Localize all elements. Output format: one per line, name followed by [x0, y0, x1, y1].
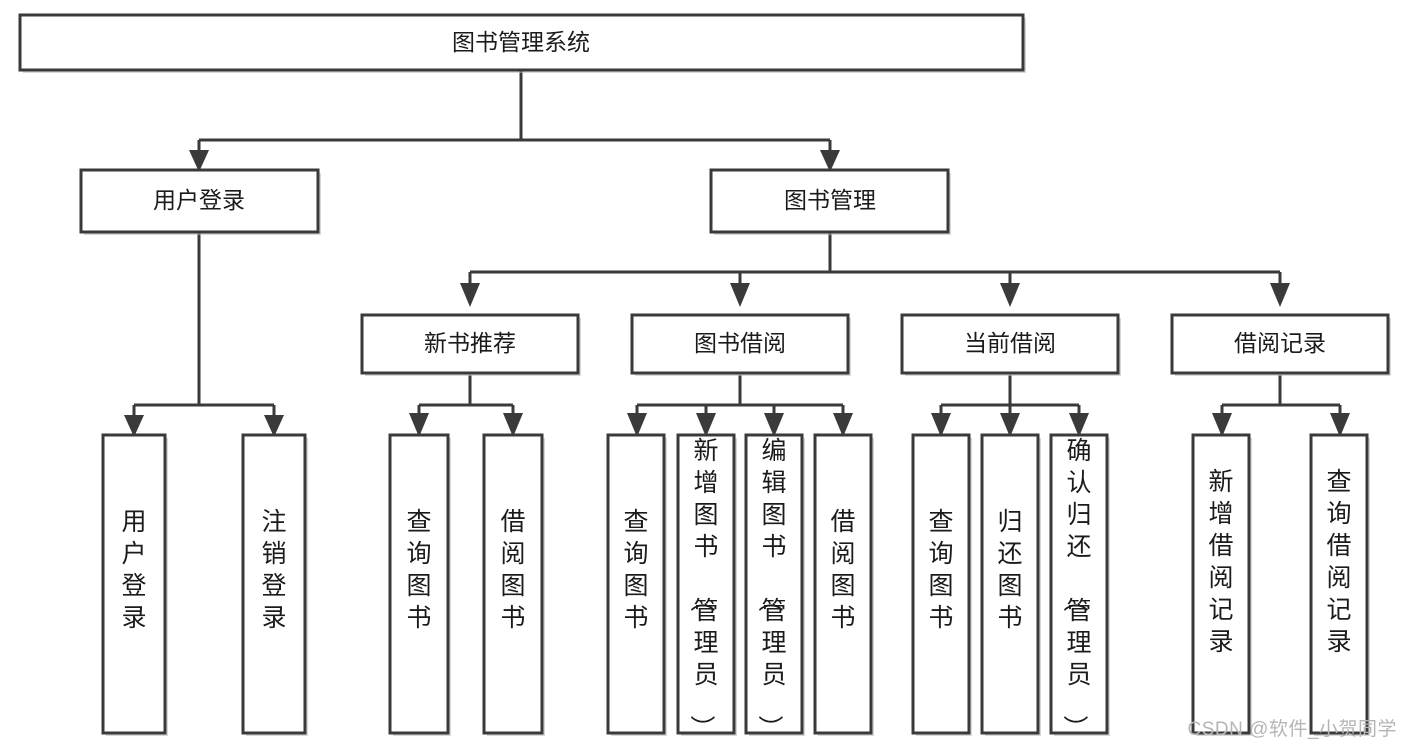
node-book-borrow-label: 图书借阅 [694, 330, 786, 356]
edge-borrowrecord-bus [1220, 375, 1342, 416]
node-book-borrow[interactable]: 图书借阅 [630, 313, 851, 376]
arrow-head-leaf-user-login [124, 415, 144, 437]
arrow-head-leaf-query-book-3 [931, 413, 951, 437]
arrow-head-leaf-borrow-book-1 [503, 413, 523, 437]
node-current-borrow-box [900, 313, 1120, 375]
arrow-head-user-login [189, 150, 209, 172]
node-leaf-borrow-book-1-box [482, 433, 544, 735]
node-user-login[interactable]: 用户登录 [79, 168, 321, 235]
node-leaf-user-login[interactable]: 用户登录 [101, 433, 168, 736]
edge-root-bus [197, 70, 832, 152]
arrow-head-leaf-borrow-book-2 [833, 413, 853, 437]
node-leaf-query-book-3[interactable]: 查询图书 [911, 433, 972, 736]
node-leaf-user-login-box [101, 433, 167, 735]
node-leaf-logout-box [241, 433, 307, 735]
node-leaf-query-record[interactable]: 查询借阅记录 [1309, 433, 1370, 736]
arrow-head-leaf-return-book [1000, 413, 1020, 437]
arrow-head-borrow-record [1270, 283, 1290, 307]
node-leaf-confirm-return[interactable]: 确认归还（管理员） [1049, 433, 1110, 740]
node-leaf-borrow-book-2[interactable]: 借阅图书 [813, 433, 874, 736]
arrow-head-leaf-add-record [1212, 413, 1232, 437]
node-leaf-query-book-1[interactable]: 查询图书 [388, 433, 451, 736]
arrow-head-leaf-add-book [696, 413, 716, 437]
node-leaf-edit-book-box [744, 433, 804, 735]
node-new-book-recommend-box [360, 313, 580, 375]
node-leaf-query-book-3-label: 查询图书 [928, 508, 953, 632]
arrow-head-leaf-confirm-return [1069, 413, 1089, 437]
node-leaf-add-record-box [1191, 433, 1251, 735]
node-user-login-box [79, 168, 320, 234]
node-leaf-logout-label: 注销登录 [261, 508, 286, 632]
arrow-head-leaf-query-book-1 [409, 413, 429, 437]
node-leaf-add-record[interactable]: 新增借阅记录 [1191, 433, 1252, 736]
edge-bookmanage-bus [468, 232, 1282, 285]
node-book-borrow-box [630, 313, 850, 375]
node-leaf-confirm-return-label: 确认归还（管理员） [1060, 437, 1091, 740]
node-leaf-edit-book[interactable]: 编辑图书（管理员） [744, 433, 805, 740]
arrow-head-leaf-query-record [1330, 413, 1350, 437]
node-leaf-return-book-label: 归还图书 [997, 508, 1022, 632]
node-current-borrow[interactable]: 当前借阅 [900, 313, 1121, 376]
node-leaf-user-login-label: 用户登录 [121, 508, 146, 632]
node-leaf-query-book-1-label: 查询图书 [406, 508, 431, 632]
edge-userlogin-bus [132, 232, 276, 418]
node-root-box [18, 13, 1025, 72]
node-leaf-return-book[interactable]: 归还图书 [980, 433, 1041, 736]
arrow-head-book-manage [820, 150, 840, 172]
arrow-head-leaf-edit-book [764, 413, 784, 437]
node-leaf-borrow-book-1[interactable]: 借阅图书 [482, 433, 545, 736]
arrow-head-leaf-query-book-2 [627, 413, 647, 437]
node-book-manage[interactable]: 图书管理 [709, 168, 951, 235]
node-leaf-add-book-label: 新增图书（管理员） [687, 437, 718, 740]
node-user-login-label: 用户登录 [153, 187, 245, 213]
connector-layer [124, 70, 1350, 437]
node-leaf-query-book-2-label: 查询图书 [623, 508, 648, 632]
node-leaf-confirm-return-box [1049, 433, 1109, 735]
node-book-manage-box [709, 168, 950, 234]
node-leaf-borrow-book-2-label: 借阅图书 [830, 508, 855, 632]
arrow-head-current-borrow [1000, 283, 1020, 307]
edge-currentborrow-bus [939, 375, 1081, 416]
arrow-head-new-book-rec [460, 283, 480, 307]
arrow-head-leaf-logout [264, 415, 284, 437]
node-leaf-borrow-book-2-box [813, 433, 873, 735]
node-leaf-logout[interactable]: 注销登录 [241, 433, 308, 736]
node-leaf-query-book-2-box [606, 433, 666, 735]
node-leaf-return-book-box [980, 433, 1040, 735]
edge-bookborrow-bus [635, 375, 845, 416]
node-leaf-query-book-3-box [911, 433, 971, 735]
node-book-manage-label: 图书管理 [784, 187, 876, 213]
node-leaf-add-record-label: 新增借阅记录 [1208, 468, 1233, 656]
node-leaf-add-book[interactable]: 新增图书（管理员） [676, 433, 737, 740]
node-borrow-record-label: 借阅记录 [1234, 330, 1326, 356]
arrow-head-book-borrow [730, 283, 750, 307]
node-borrow-record-box [1170, 313, 1390, 375]
node-leaf-query-book-1-box [388, 433, 450, 735]
node-leaf-edit-book-label: 编辑图书（管理员） [755, 437, 786, 740]
node-current-borrow-label: 当前借阅 [964, 330, 1056, 356]
edge-newbook-bus [417, 375, 515, 416]
node-leaf-add-book-box [676, 433, 736, 735]
node-leaf-query-record-box [1309, 433, 1369, 735]
node-root[interactable]: 图书管理系统 [18, 13, 1026, 73]
node-leaf-query-record-label: 查询借阅记录 [1326, 468, 1351, 656]
node-leaf-query-book-2[interactable]: 查询图书 [606, 433, 667, 736]
node-leaf-borrow-book-1-label: 借阅图书 [500, 508, 525, 632]
node-root-label: 图书管理系统 [452, 29, 590, 55]
node-new-book-recommend-label: 新书推荐 [424, 330, 516, 356]
node-new-book-recommend[interactable]: 新书推荐 [360, 313, 581, 376]
node-borrow-record[interactable]: 借阅记录 [1170, 313, 1391, 376]
